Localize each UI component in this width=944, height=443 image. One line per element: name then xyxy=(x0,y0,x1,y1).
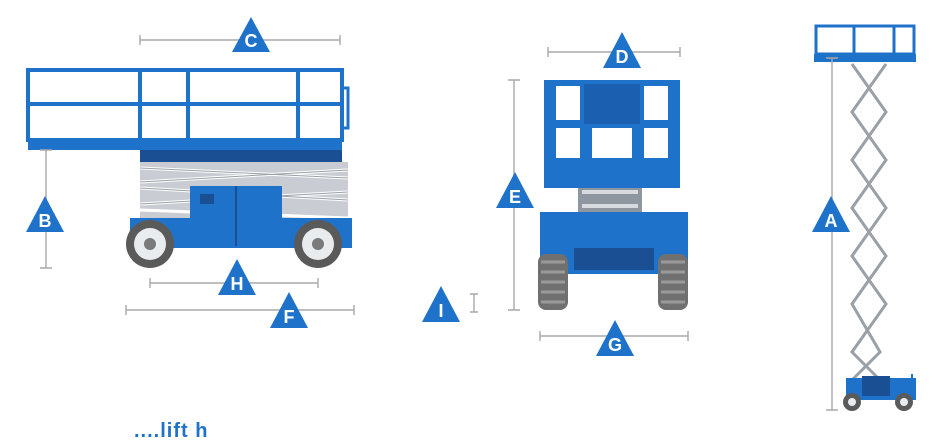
raised-view-machine xyxy=(814,24,916,411)
marker-h-label: H xyxy=(231,274,244,294)
marker-b: B xyxy=(26,196,64,232)
dimension-line-i xyxy=(470,293,478,313)
scissor-lift-dimension-diagram: C D B E A H F I G xyxy=(26,17,916,411)
dimension-line-f xyxy=(125,305,355,315)
marker-c: C xyxy=(232,17,270,52)
side-view-wheel-front xyxy=(294,220,342,268)
marker-c-label: C xyxy=(245,31,258,51)
dimension-line-a xyxy=(826,57,838,411)
marker-d-label: D xyxy=(616,47,629,67)
side-view-guard-rails xyxy=(26,68,350,142)
marker-a-label: A xyxy=(825,211,838,231)
front-view-machine xyxy=(538,80,688,310)
marker-a: A xyxy=(812,196,850,232)
marker-g-label: G xyxy=(608,335,622,355)
marker-e: E xyxy=(496,172,534,208)
side-view-wheel-rear xyxy=(126,220,174,268)
marker-g: G xyxy=(596,320,634,356)
marker-f: F xyxy=(270,292,308,328)
marker-b-label: B xyxy=(39,211,52,231)
raised-view-platform xyxy=(814,54,916,62)
marker-e-label: E xyxy=(509,187,521,207)
bottom-cutoff-text: ....lift h xyxy=(134,420,209,442)
side-view-machine xyxy=(26,68,352,268)
marker-i-label: I xyxy=(438,301,443,321)
marker-f-label: F xyxy=(284,307,295,327)
marker-h: H xyxy=(218,259,256,295)
raised-view-scissor xyxy=(850,63,888,382)
marker-d: D xyxy=(603,32,641,68)
marker-i: I xyxy=(422,286,460,322)
